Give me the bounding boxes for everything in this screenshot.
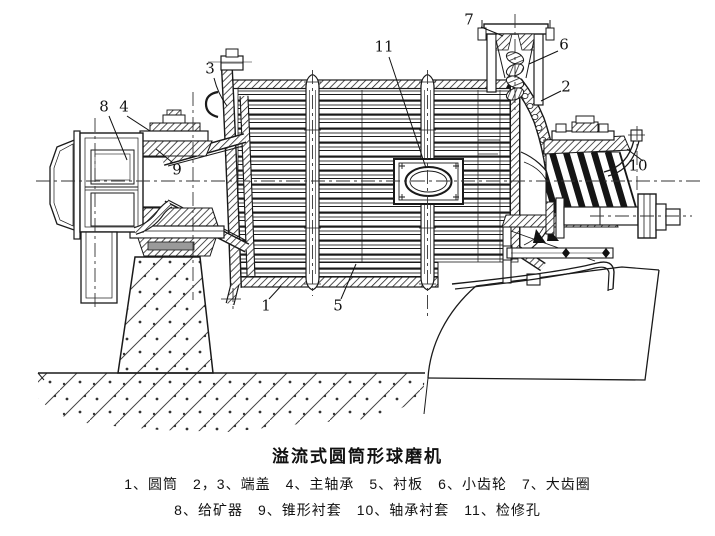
ball-mill-drawing	[36, 14, 700, 432]
leader-lines	[108, 26, 644, 300]
support-frame	[451, 226, 615, 292]
shell-bottom-band	[231, 276, 439, 288]
right-bearing-cap	[551, 115, 615, 141]
callout-8: 8	[99, 97, 109, 116]
bearing-sleeve-lip	[603, 129, 645, 177]
shaft-end	[665, 208, 681, 226]
feed-chute	[80, 231, 118, 304]
left-end-cover	[204, 48, 256, 306]
callout-11: 11	[374, 37, 394, 56]
drum	[231, 73, 521, 291]
manhole	[393, 158, 464, 205]
shell-top-band	[231, 79, 521, 90]
spiral-vanes	[546, 152, 638, 213]
callout-2: 2	[561, 77, 571, 96]
feeder-assembly	[49, 130, 173, 304]
left-pier	[117, 256, 214, 374]
callout-1: 1	[261, 296, 271, 315]
callout-9: 9	[172, 160, 182, 179]
ball-mill-diagram: 1 2 3 4 5 6 7 8 9 10 11	[36, 10, 700, 432]
parts-legend-line-2: 8、给矿器 9、锥形衬套 10、轴承衬套 11、检修孔	[174, 502, 541, 518]
callout-3: 3	[205, 59, 215, 78]
parts-legend-line-1: 1、圆筒 2，3、端盖 4、主轴承 5、衬板 6、小齿轮 7、大齿圈	[124, 476, 591, 492]
figure-title: 溢流式圆筒形球磨机	[272, 447, 443, 466]
pinion-housing	[477, 20, 555, 106]
bearing-shim	[147, 241, 195, 251]
callout-7: 7	[464, 10, 474, 29]
callout-4: 4	[119, 97, 129, 116]
lifting-lug	[204, 90, 219, 119]
centerlines	[36, 14, 700, 318]
foundation-soil	[37, 372, 425, 432]
left-bearing-assembly	[129, 109, 225, 257]
callout-5: 5	[333, 296, 343, 315]
callout-10: 10	[628, 156, 648, 175]
callout-6: 6	[559, 35, 569, 54]
